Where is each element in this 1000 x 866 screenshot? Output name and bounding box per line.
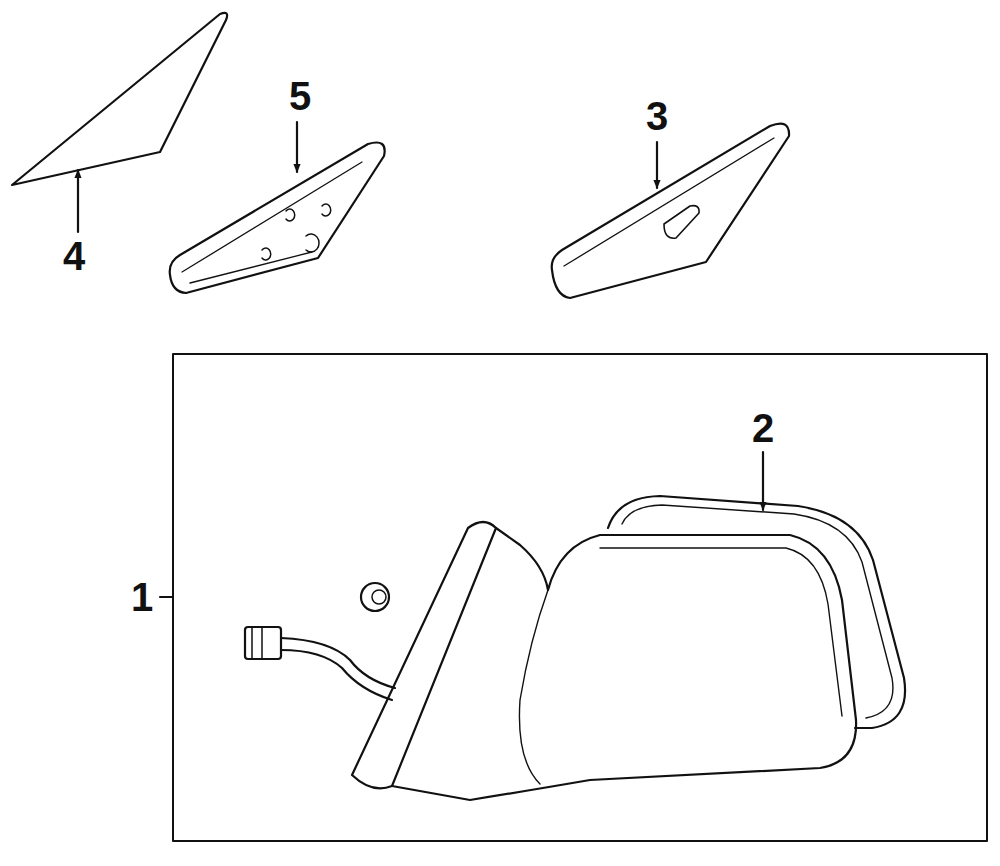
mirror-housing bbox=[352, 522, 496, 788]
mirror-housing bbox=[392, 528, 856, 800]
callout-number: 3 bbox=[646, 96, 668, 136]
leader-line bbox=[656, 142, 658, 188]
hole bbox=[306, 234, 319, 252]
outer-cover bbox=[552, 124, 789, 298]
leader-line bbox=[762, 452, 764, 510]
triangle-cover bbox=[12, 13, 227, 185]
mirror-glass bbox=[608, 496, 905, 728]
inner-garnish bbox=[170, 143, 385, 294]
hole bbox=[262, 248, 271, 260]
grommet bbox=[361, 583, 389, 611]
wire bbox=[281, 650, 392, 700]
wire bbox=[281, 638, 395, 688]
leader-line bbox=[296, 122, 298, 172]
hole bbox=[322, 204, 331, 216]
callout-number: 2 bbox=[752, 408, 774, 448]
leader-line bbox=[160, 596, 173, 598]
callout-number: 1 bbox=[131, 577, 153, 617]
hole bbox=[286, 209, 295, 221]
callout-number: 4 bbox=[63, 236, 85, 276]
connector bbox=[245, 627, 281, 659]
callout-number: 5 bbox=[289, 76, 311, 116]
assembly-box bbox=[173, 354, 987, 841]
leader-line bbox=[77, 170, 79, 232]
window bbox=[664, 206, 699, 239]
